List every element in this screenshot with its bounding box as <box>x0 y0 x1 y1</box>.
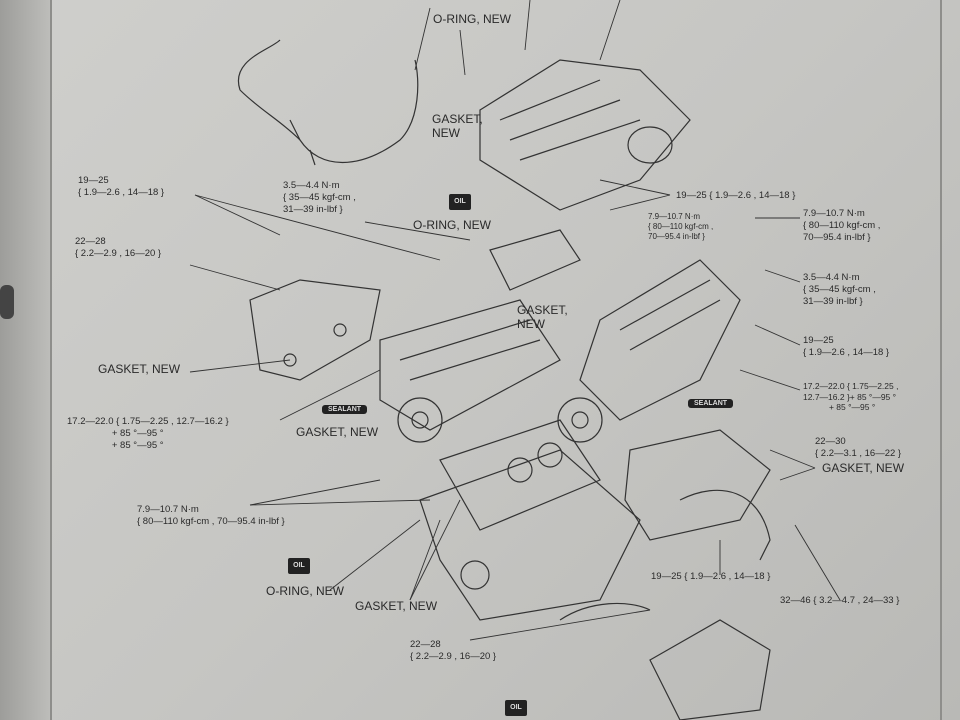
head-gaskets <box>439 229 601 531</box>
label-torque-3544-left: 3.5—4.4 N·m { 35—45 kgf-cm , 31—39 in-lb… <box>283 180 356 215</box>
label-torque-79-right: 7.9—10.7 N·m { 80—110 kgf-cm , 70—95.4 i… <box>803 208 881 243</box>
label-torque-1925-left: 19—25 { 1.9—2.6 , 14—18 } <box>78 175 165 198</box>
label-torque-79-mid: 7.9—10.7 N·m { 80—110 kgf-cm , 70—95.4 i… <box>648 212 714 241</box>
label-torque-2230-right: 22—30 { 2.2—3.1 , 16—22 } <box>815 436 902 459</box>
label-torque-1925-right: 19—25 { 1.9—2.6 , 14—18 } <box>803 335 890 358</box>
leader-lines <box>189 0 841 641</box>
label-gasket-right: GASKET, NEW <box>822 461 905 475</box>
exhaust-manifold-right <box>624 429 771 561</box>
label-gasket-bottom: GASKET, NEW <box>355 599 438 613</box>
label-torque-172-right: 17.2—22.0 { 1.75—2.25 , 12.7—16.2 }+ 85 … <box>803 381 899 412</box>
label-gasket-left: GASKET, NEW <box>98 362 181 376</box>
oil-can-icon: OIL <box>505 700 527 716</box>
page-border-right <box>940 0 942 720</box>
label-gasket-top: GASKET, NEW <box>432 112 483 140</box>
page-binding-edge <box>0 0 50 720</box>
oil-can-icon: OIL <box>288 558 310 574</box>
label-torque-2228-bottom: 22—28 { 2.2—2.9 , 16—20 } <box>410 639 497 662</box>
label-torque-79-left: 7.9—10.7 N·m { 80—110 kgf-cm , 70—95.4 i… <box>137 504 285 527</box>
sealant-badge: SEALANT <box>322 405 368 414</box>
label-torque-2228-left: 22—28 { 2.2—2.9 , 16—20 } <box>75 236 162 259</box>
label-torque-1925-top-right: 19—25 { 1.9—2.6 , 14—18 } <box>676 190 796 201</box>
label-torque-3544-right: 3.5—4.4 N·m { 35—45 kgf-cm , 31—39 in-lb… <box>803 272 876 307</box>
binder-ring <box>0 285 14 319</box>
exhaust-manifold-left <box>249 279 381 381</box>
engine-block <box>419 449 641 621</box>
label-gasket-center: GASKET, NEW <box>517 303 568 331</box>
label-oring-top: O-RING, NEW <box>433 12 511 26</box>
page-border-left <box>50 0 52 720</box>
wiring-harness <box>237 39 419 166</box>
air-cleaner <box>559 602 771 720</box>
oil-can-icon: OIL <box>449 194 471 210</box>
intake-manifold <box>479 59 691 211</box>
label-gasket-sealant-left: GASKET, NEW <box>296 425 379 439</box>
left-cylinder-head <box>379 299 561 443</box>
label-torque-172-left: 17.2—22.0 { 1.75—2.25 , 12.7—16.2 } + 85… <box>67 416 229 451</box>
label-oring-bottom: O-RING, NEW <box>266 584 344 598</box>
right-cylinder-head <box>557 259 741 443</box>
sealant-badge: SEALANT <box>688 399 734 408</box>
label-oring-mid: O-RING, NEW <box>413 218 491 232</box>
label-torque-1925-bottom: 19—25 { 1.9—2.6 , 14—18 } <box>651 571 771 582</box>
label-torque-3246-bottom: 32—46 { 3.2—4.7 , 24—33 } <box>780 595 900 606</box>
